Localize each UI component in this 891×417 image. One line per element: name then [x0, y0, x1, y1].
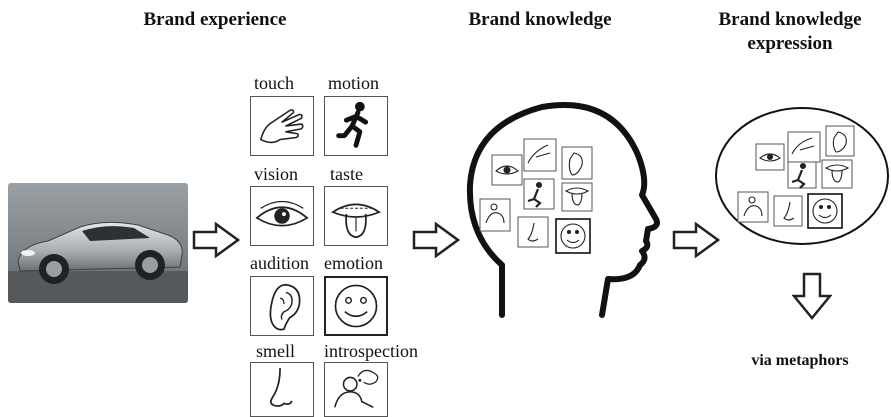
- runner-icon: [324, 96, 388, 156]
- heading-brand-knowledge-expression: Brand knowledge expression: [718, 9, 862, 54]
- head-profile: [466, 102, 660, 318]
- sense-label-smell: smell: [256, 341, 295, 361]
- knowledge-ellipse: [715, 107, 889, 245]
- nose-icon: [250, 362, 314, 417]
- sense-label-taste: taste: [330, 164, 363, 184]
- sense-label-audition: audition: [250, 253, 309, 273]
- heading-brand-experience: Brand experience: [143, 9, 287, 30]
- ear-icon: [250, 276, 314, 336]
- right-arrow-icon: [412, 222, 460, 258]
- hand-icon: [250, 96, 314, 156]
- eye-icon: [250, 186, 314, 246]
- right-arrow-icon: [672, 222, 720, 258]
- heading-brand-knowledge: Brand knowledge: [468, 9, 612, 30]
- car-photo: [8, 183, 188, 303]
- right-arrow-icon: [192, 222, 240, 258]
- tongue-icon: [324, 186, 388, 246]
- thinking-person-icon: [324, 362, 388, 417]
- sense-label-motion: motion: [328, 73, 380, 93]
- caption-via-metaphors: via metaphors: [751, 352, 849, 369]
- sense-label-introspection: introspection: [324, 341, 418, 361]
- sense-label-vision: vision: [254, 164, 299, 184]
- sense-label-emotion: emotion: [324, 253, 383, 273]
- down-arrow-icon: [792, 272, 832, 320]
- sense-label-touch: touch: [254, 73, 294, 93]
- face-icon: [324, 276, 388, 336]
